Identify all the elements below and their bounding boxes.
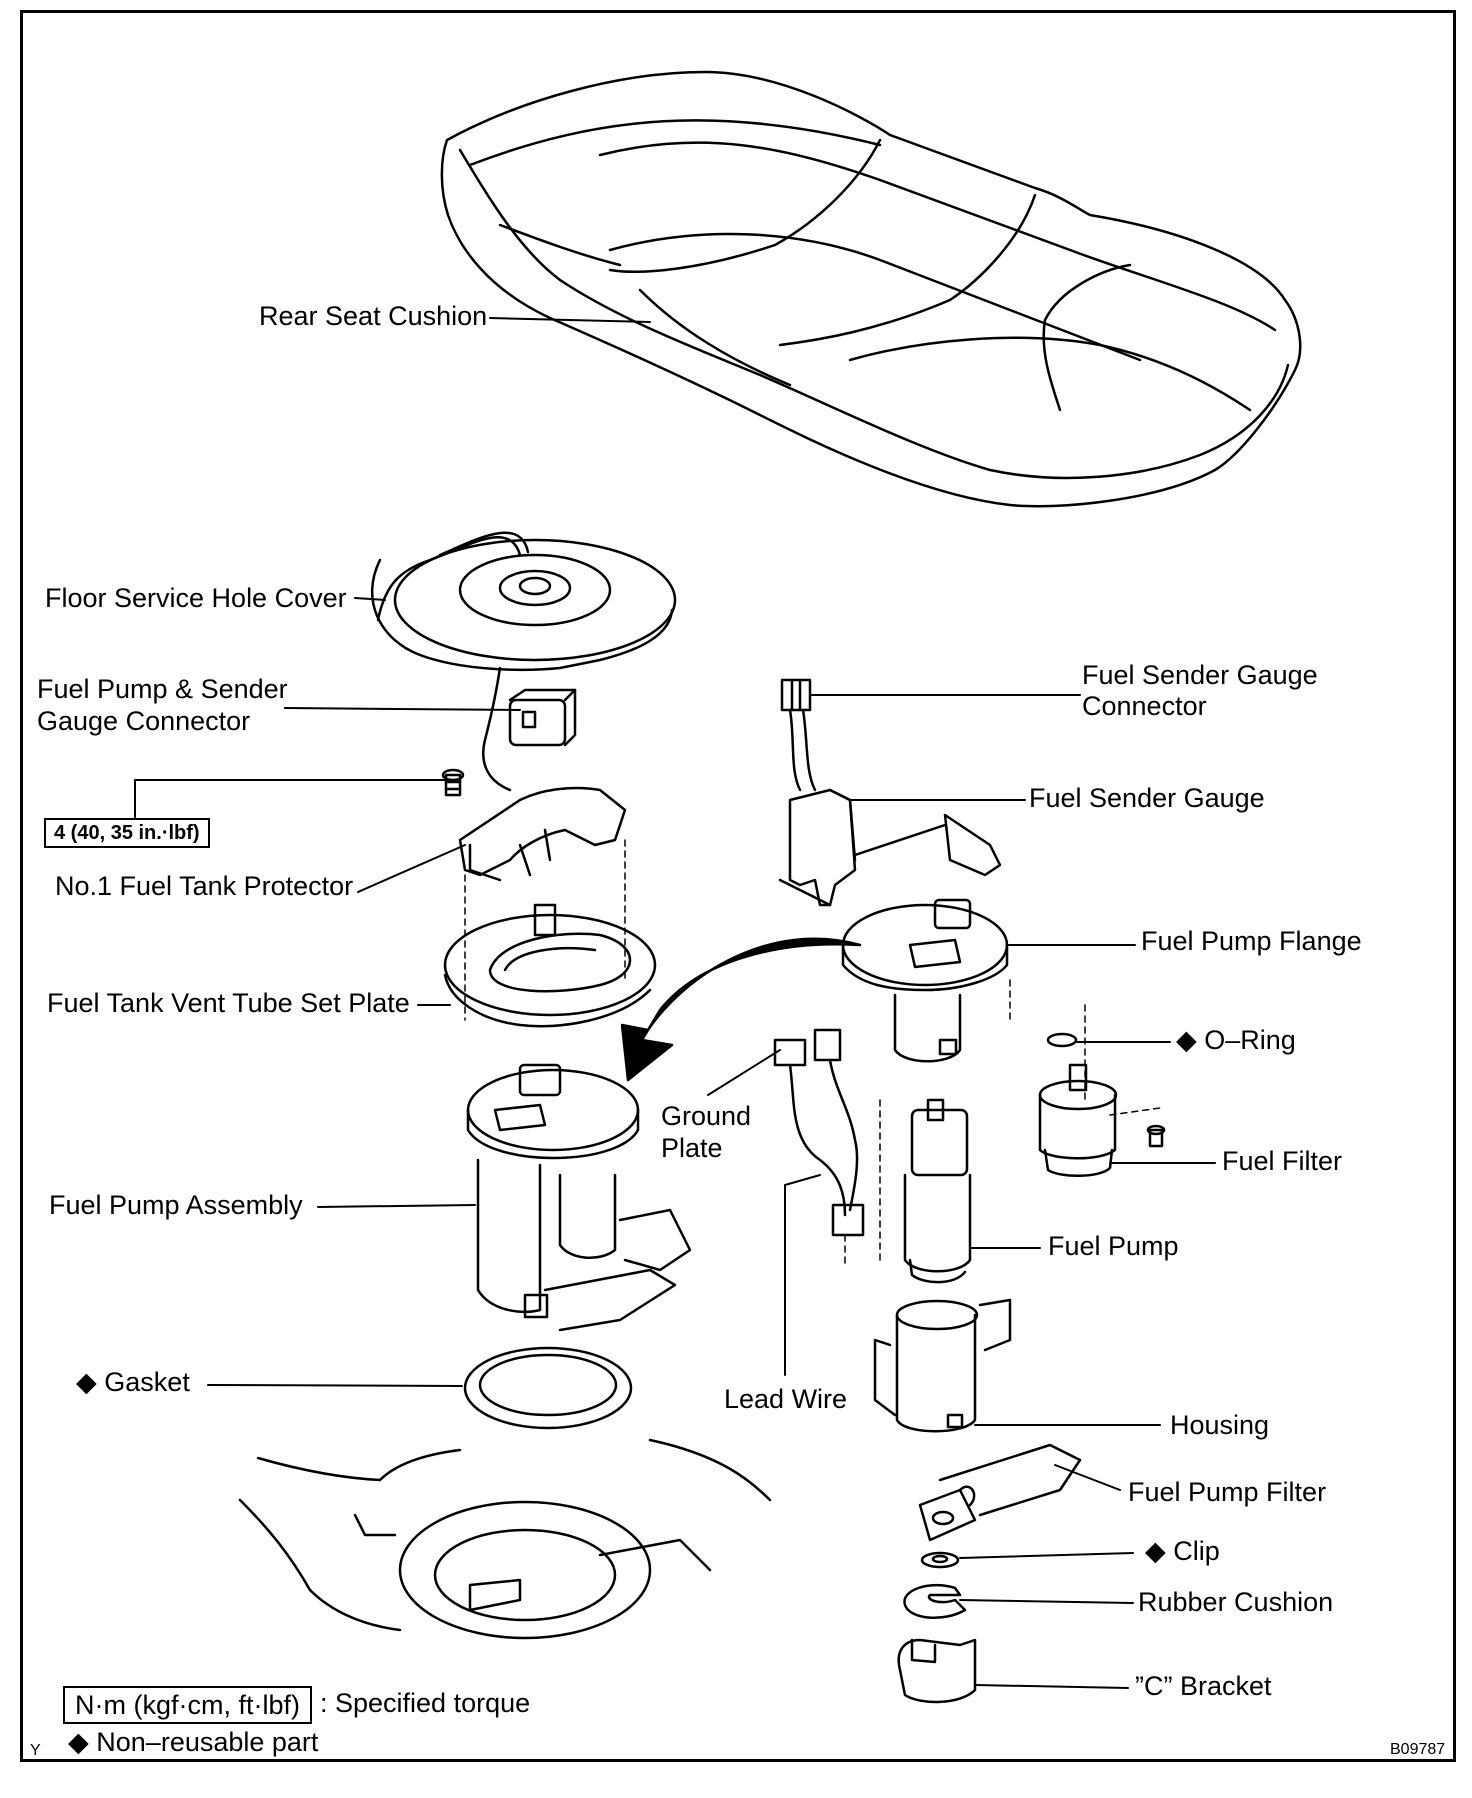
gasket-shape <box>463 1346 633 1430</box>
label-fuel-pump: Fuel Pump <box>1048 1231 1179 1261</box>
label-rear-seat-cushion: Rear Seat Cushion <box>259 301 488 331</box>
label-o-ring: ◆ O–Ring <box>1176 1025 1296 1055</box>
leader-lines <box>134 317 1216 1689</box>
fuel-sender-gauge-shape <box>778 788 1002 907</box>
label-ground-plate-line1: Ground <box>661 1101 752 1131</box>
label-c-bracket: ”C” Bracket <box>1135 1671 1272 1701</box>
legend-non-reusable: ◆ Non–reusable part <box>68 1727 319 1757</box>
label-fuel-sender-gauge-connector-line2: Connector <box>1082 691 1207 721</box>
rubber-cushion-shape <box>903 1583 967 1620</box>
torque-spec-box: 4 (40, 35 in.·lbf) <box>44 818 210 848</box>
figure-code: B09787 <box>1390 1741 1446 1758</box>
rear-seat-cushion-shape <box>440 70 1302 508</box>
diagram-frame <box>20 10 1456 1762</box>
c-bracket-shape <box>897 1638 977 1704</box>
label-fuel-sender-gauge-connector-line1: Fuel Sender Gauge <box>1082 660 1318 690</box>
label-fuel-pump-flange: Fuel Pump Flange <box>1141 926 1362 956</box>
fuel-sender-gauge-connector-shape <box>780 678 817 792</box>
clip-shape <box>920 1551 960 1569</box>
label-clip: ◆ Clip <box>1145 1536 1220 1566</box>
label-housing: Housing <box>1170 1410 1270 1440</box>
label-ground-plate-line2: Plate <box>661 1133 723 1163</box>
non-reusable-diamond-icon: ◆ <box>68 1727 89 1757</box>
label-fuel-tank-protector: No.1 Fuel Tank Protector <box>55 871 354 901</box>
non-reusable-diamond-icon: ◆ <box>1176 1025 1197 1055</box>
legend-torque-unit-box: N·m (kgf·cm, ft·lbf) <box>63 1686 312 1724</box>
corner-code-left: Y <box>30 1742 41 1759</box>
fuel-filter-shape <box>1038 1063 1166 1178</box>
fuel-tank-protector-shape <box>458 786 627 1021</box>
assembly-arrow <box>620 937 862 1082</box>
lead-wire-shape <box>773 1028 881 1266</box>
label-lead-wire: Lead Wire <box>724 1384 848 1414</box>
floor-service-hole-cover-shape <box>370 531 677 792</box>
label-fuel-pump-assembly: Fuel Pump Assembly <box>49 1190 303 1220</box>
label-fuel-filter: Fuel Filter <box>1222 1146 1343 1176</box>
fuel-pump-assembly-shape <box>466 1063 692 1332</box>
label-fuel-pump-filter: Fuel Pump Filter <box>1128 1477 1327 1507</box>
vent-tube-set-plate-shape <box>443 903 657 1028</box>
fuel-pump-shape <box>903 1098 972 1284</box>
label-floor-service-hole-cover: Floor Service Hole Cover <box>45 583 347 613</box>
fuel-pump-filter-shape <box>918 1443 1082 1542</box>
label-fuel-pump-sender-connector-line2: Gauge Connector <box>37 706 251 736</box>
label-gasket: ◆ Gasket <box>76 1367 190 1397</box>
torque-bolt-shape <box>441 768 465 797</box>
legend-torque-text: : Specified torque <box>320 1688 531 1718</box>
label-fuel-pump-sender-connector-line1: Fuel Pump & Sender <box>37 674 288 704</box>
o-ring-shape <box>1046 1032 1078 1048</box>
non-reusable-diamond-icon: ◆ <box>1145 1536 1166 1566</box>
label-rubber-cushion: Rubber Cushion <box>1138 1587 1334 1617</box>
housing-shape <box>873 1298 1012 1433</box>
fuel-pump-sender-connector-shape <box>508 688 577 747</box>
fuel-tank-opening-shape <box>238 1438 772 1640</box>
label-vent-tube-set-plate: Fuel Tank Vent Tube Set Plate <box>47 988 410 1018</box>
fuel-pump-flange-shape <box>841 898 1086 1101</box>
label-fuel-sender-gauge: Fuel Sender Gauge <box>1029 783 1265 813</box>
non-reusable-diamond-icon: ◆ <box>76 1367 97 1397</box>
